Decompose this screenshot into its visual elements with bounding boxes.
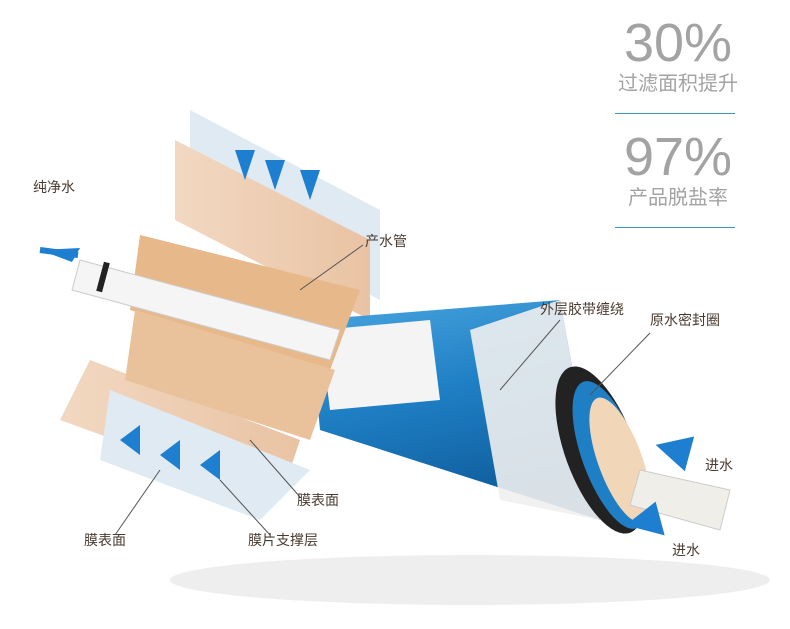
divider (615, 227, 735, 228)
divider (615, 113, 735, 114)
label-membrane-support: 膜片支撑层 (248, 533, 318, 549)
label-membrane-surface: 膜表面 (84, 533, 126, 549)
leader-lines (114, 244, 651, 536)
inlet-arrow-icon (655, 436, 695, 472)
inlet-arrow-icon (625, 501, 665, 536)
label-pure-water: 纯净水 (33, 180, 75, 196)
label-raw-water-seal: 原水密封圈 (650, 313, 720, 329)
shadow (170, 555, 770, 605)
label-membrane-surface: 膜表面 (297, 493, 339, 509)
label-inlet: 进水 (705, 458, 733, 474)
product-water-tube (71, 259, 731, 531)
stat-value-filter-area: 30% (623, 13, 733, 73)
label-outer-tape: 外层胶带缠绕 (540, 302, 624, 318)
stat-caption-salt-rejection: 产品脱盐率 (628, 185, 728, 209)
label-product-tube: 产水管 (365, 234, 407, 250)
product-label-sticker (320, 320, 440, 410)
label-inlet: 进水 (672, 543, 700, 559)
water-flow-arrows (39, 150, 695, 536)
membrane-housing (310, 300, 651, 534)
stat-value-salt-rejection: 97% (623, 127, 733, 187)
stat-caption-filter-area: 过滤面积提升 (618, 71, 738, 95)
